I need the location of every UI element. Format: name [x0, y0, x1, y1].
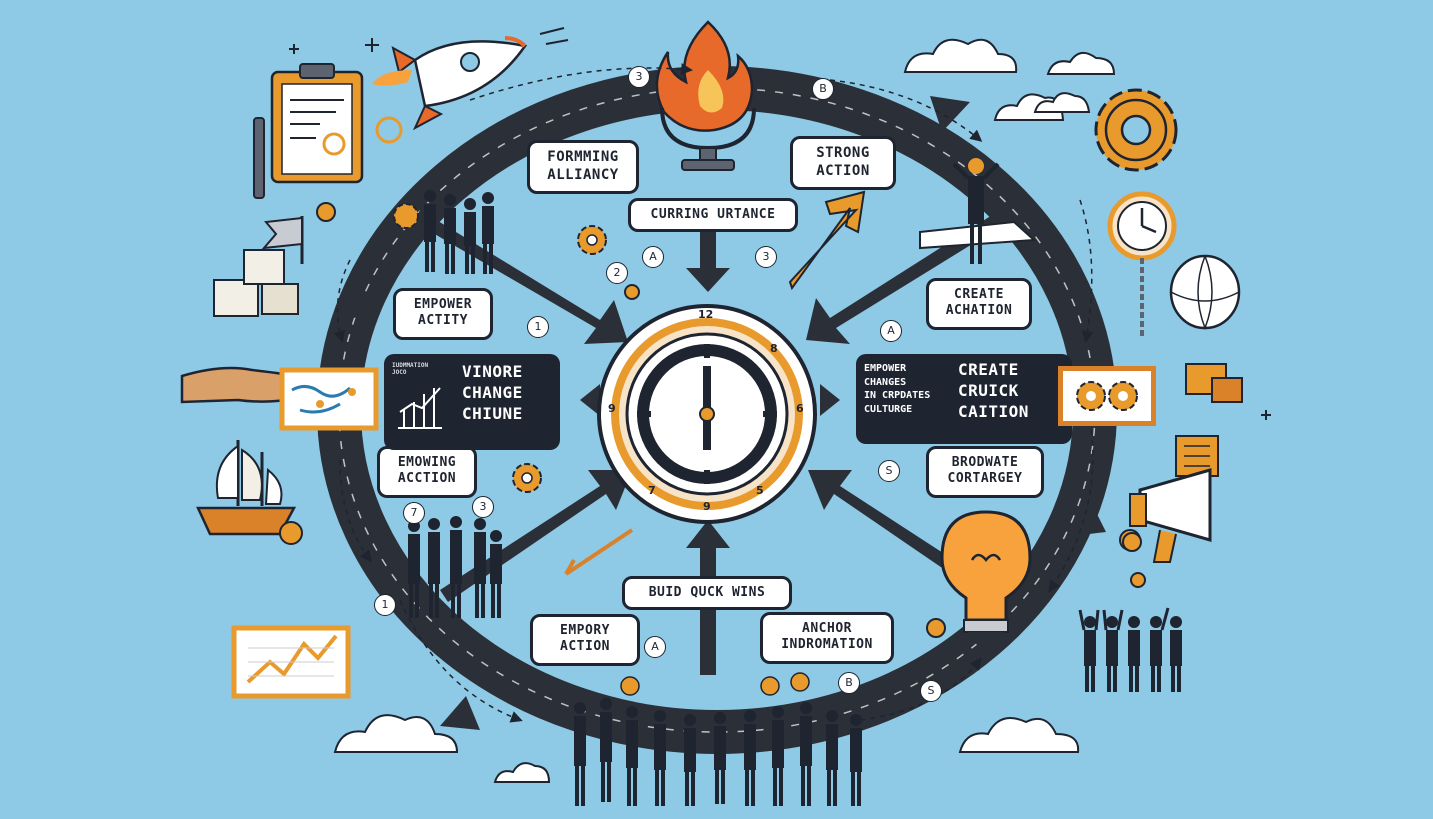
label-create-achation: CREATE ACHATION: [926, 278, 1032, 330]
vision-panel-title: VINORE CHANGE CHIUNE: [462, 362, 523, 423]
label-emowing-acction: EMOWING ACCTION: [377, 446, 477, 498]
megaphone-icon: [1119, 468, 1212, 563]
gear-pair-icon: [1076, 381, 1138, 411]
chart-icon: [231, 625, 351, 699]
culture-panel: EMPOWER CHANGES IN CRPDATES CULTURGE CRE…: [856, 354, 1072, 444]
clock-number: 6: [796, 402, 804, 415]
label-buid-quck-wins: BUID QUCK WINS: [622, 576, 792, 610]
clock-number: 7: [648, 484, 656, 497]
clock-icon: [597, 304, 817, 524]
step-marker: S: [920, 680, 942, 702]
step-marker: 1: [374, 594, 396, 616]
ship-icon: [196, 440, 303, 545]
step-marker: A: [644, 636, 666, 658]
flag-icon: [261, 216, 304, 264]
clipboard-icon: [253, 63, 364, 199]
culture-panel-right-text: CREATE CRUICK CAITION: [958, 360, 1029, 421]
vision-panel: IUDMMATION JOCO VINORE CHANGE CHIUNE: [384, 354, 560, 450]
balloon-icon: [1169, 254, 1241, 331]
step-marker: A: [642, 246, 664, 268]
step-marker: 3: [755, 246, 777, 268]
clock-number: 9: [608, 402, 616, 415]
map-icon: [180, 366, 379, 431]
step-marker: 1: [527, 316, 549, 338]
label-anchor-indromation: ANCHOR INDROMATION: [760, 612, 894, 664]
step-marker: 3: [628, 66, 650, 88]
lightbulb-icon: [940, 510, 1032, 658]
label-empower-actity: EMPOWER ACTITY: [393, 288, 493, 340]
rocket-icon: [372, 27, 569, 131]
vision-panel-caption: IUDMMATION JOCO: [392, 362, 429, 377]
step-marker: B: [812, 78, 834, 100]
label-strong-action: STRONG ACTION: [790, 136, 896, 190]
people-group-icon: [408, 158, 1182, 806]
gear-pair-frame: [1058, 366, 1156, 426]
step-marker: 7: [403, 502, 425, 524]
step-marker: 3: [472, 496, 494, 518]
label-forming-alliancy: FORMMING ALLIANCY: [527, 140, 639, 194]
clock-number: 12: [698, 308, 714, 321]
step-marker: B: [838, 672, 860, 694]
pocket-watch-icon: [1107, 191, 1177, 338]
label-empory-action: EMPORY ACTION: [530, 614, 640, 666]
step-marker: A: [880, 320, 902, 342]
cloud-icon: [333, 38, 1116, 783]
arrow-icon: [564, 190, 1037, 576]
clock-number: 9: [703, 500, 711, 513]
step-marker: S: [878, 460, 900, 482]
clock-number: 8: [770, 342, 778, 355]
clock-number: 5: [756, 484, 764, 497]
label-curring-urtance: CURRING URTANCE: [628, 198, 798, 232]
flame-trophy-icon: [655, 20, 756, 171]
culture-panel-left-text: EMPOWER CHANGES IN CRPDATES CULTURGE: [864, 363, 931, 415]
coin-icon: [316, 202, 1146, 638]
label-brodwate-cortargey: BRODWATE CORTARGEY: [926, 446, 1044, 498]
bar-chart-icon: [398, 387, 442, 429]
gear-icon: [375, 88, 1178, 493]
step-marker: 2: [606, 262, 628, 284]
